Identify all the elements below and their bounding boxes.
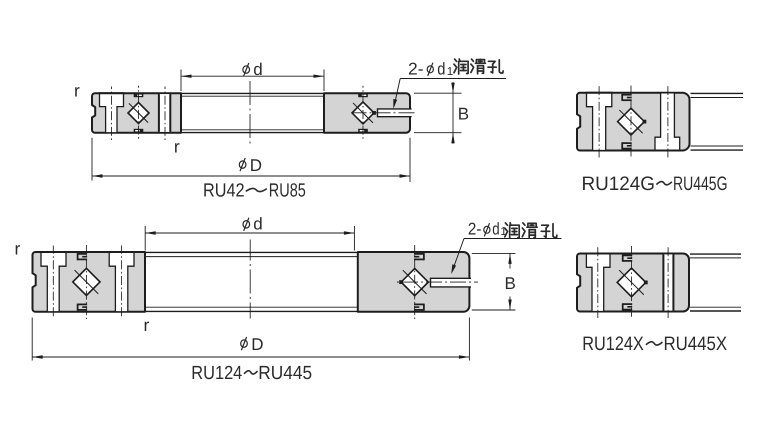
svg-text:B: B [458,104,469,123]
svg-text:RU124G: RU124G [582,173,656,195]
svg-text:d: d [437,60,445,79]
svg-text:RU42: RU42 [203,181,245,202]
svg-text:2-: 2- [468,220,482,239]
svg-text:r: r [15,238,21,258]
svg-text:D: D [250,156,262,175]
svg-text:d: d [253,214,262,233]
svg-text:RU445X: RU445X [664,333,728,355]
svg-text:RU124: RU124 [191,363,242,384]
svg-text:2-: 2- [408,60,424,79]
svg-text:RU445: RU445 [258,363,312,384]
svg-text:r: r [144,315,150,335]
svg-text:RU445G: RU445G [673,173,728,195]
svg-text:B: B [505,274,516,293]
svg-text:1: 1 [500,226,506,238]
svg-text:r: r [74,81,80,101]
svg-text:1: 1 [447,66,453,78]
svg-text:RU85: RU85 [269,181,306,202]
svg-text:d: d [492,220,499,239]
svg-text:D: D [251,335,263,354]
svg-text:RU124X: RU124X [582,333,644,355]
svg-text:r: r [174,137,180,157]
svg-text:d: d [253,60,262,79]
